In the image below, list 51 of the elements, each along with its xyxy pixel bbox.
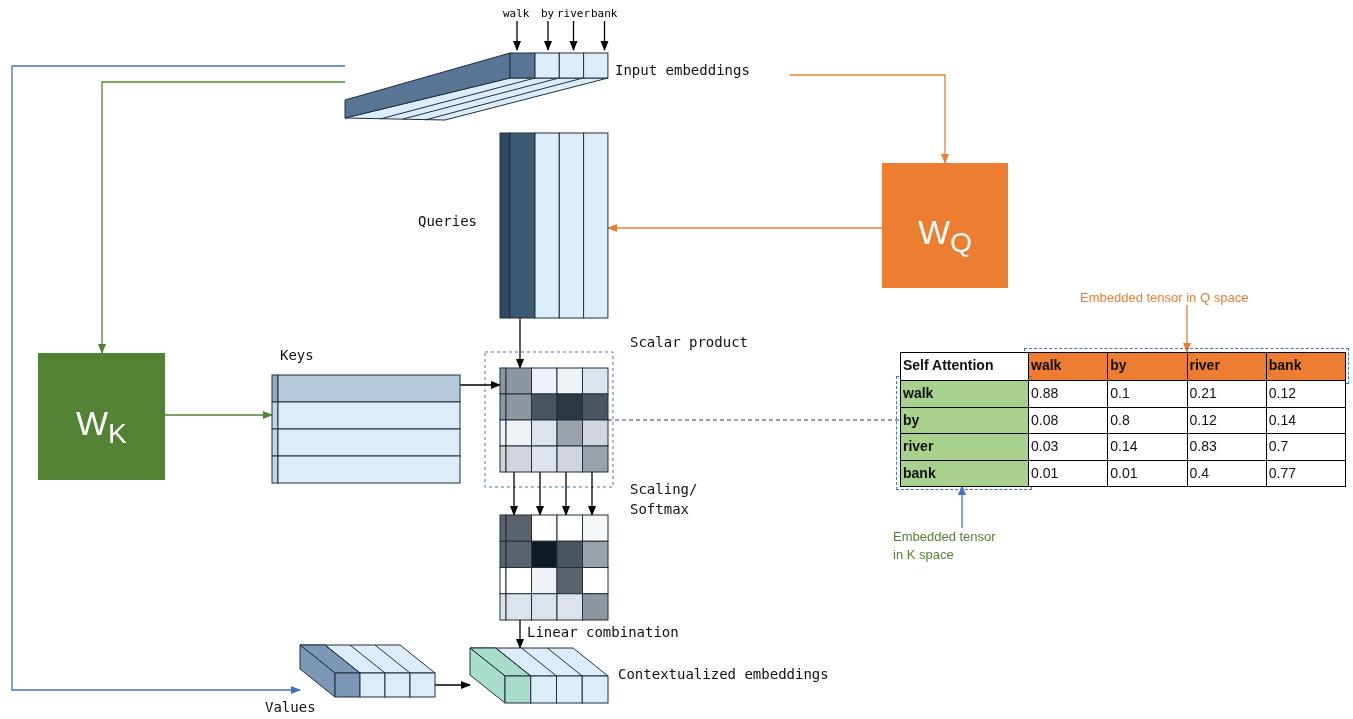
row-header-cell: bank bbox=[900, 459, 1029, 487]
row-header-cell: river bbox=[900, 433, 1029, 461]
weight-matrix-box bbox=[882, 163, 1008, 288]
tensor-label: Keys bbox=[280, 347, 314, 363]
table-cell: 0.12 bbox=[1265, 380, 1346, 408]
table-cell: 0.77 bbox=[1265, 459, 1346, 487]
table-cell: 0.88 bbox=[1028, 380, 1109, 408]
arrow bbox=[536, 471, 544, 516]
arrow bbox=[459, 381, 501, 389]
row-header-cell: walk bbox=[900, 380, 1029, 408]
arrow bbox=[607, 224, 883, 232]
arrow bbox=[789, 74, 949, 164]
annotation-text: Embedded tensor in K space bbox=[893, 528, 997, 564]
word-label: bank bbox=[591, 6, 618, 21]
dashed-connector-line bbox=[607, 419, 901, 421]
arrow bbox=[562, 471, 570, 516]
arrow bbox=[164, 411, 273, 419]
arrow bbox=[513, 20, 521, 51]
arrow bbox=[600, 20, 609, 51]
row-header-cell: by bbox=[900, 406, 1029, 434]
tensor-label: Queries bbox=[418, 213, 477, 229]
arrow bbox=[516, 619, 524, 649]
arrow bbox=[1183, 304, 1191, 353]
matrix-symbol: W$_{Q}$ bbox=[916, 213, 974, 259]
table-cell: 0.01 bbox=[1028, 459, 1109, 487]
header-cell: bank bbox=[1265, 352, 1346, 381]
arrow bbox=[510, 471, 518, 516]
tensor-label: Values bbox=[265, 699, 316, 715]
table-cell: Self Attention bbox=[900, 352, 1029, 381]
word-label: river bbox=[557, 6, 590, 21]
arrow bbox=[98, 81, 346, 354]
header-cell: by bbox=[1107, 352, 1188, 381]
arrow bbox=[544, 20, 552, 51]
tensor-label: Scaling/ Softmax bbox=[630, 480, 699, 519]
annotation-text: Embedded tensor in Q space bbox=[1080, 289, 1250, 307]
arrow bbox=[434, 681, 471, 689]
edge-label: Linear combination bbox=[527, 624, 679, 640]
arrow bbox=[588, 471, 596, 516]
arrow bbox=[958, 485, 966, 529]
tensor-label: Input embeddings bbox=[615, 62, 750, 78]
word-label: walk bbox=[503, 6, 531, 21]
arrow bbox=[569, 20, 578, 51]
tensor-label: Scalar product bbox=[630, 334, 748, 350]
tensor-label: Contextualized embeddings bbox=[618, 666, 829, 682]
arrow bbox=[11, 65, 346, 694]
weight-matrix-box bbox=[38, 353, 165, 480]
matrix-symbol: W$_{K}$ bbox=[75, 403, 128, 450]
header-cell: walk bbox=[1028, 352, 1109, 381]
header-cell: river bbox=[1186, 352, 1267, 381]
word-label: by bbox=[541, 6, 555, 21]
arrow bbox=[516, 317, 524, 369]
